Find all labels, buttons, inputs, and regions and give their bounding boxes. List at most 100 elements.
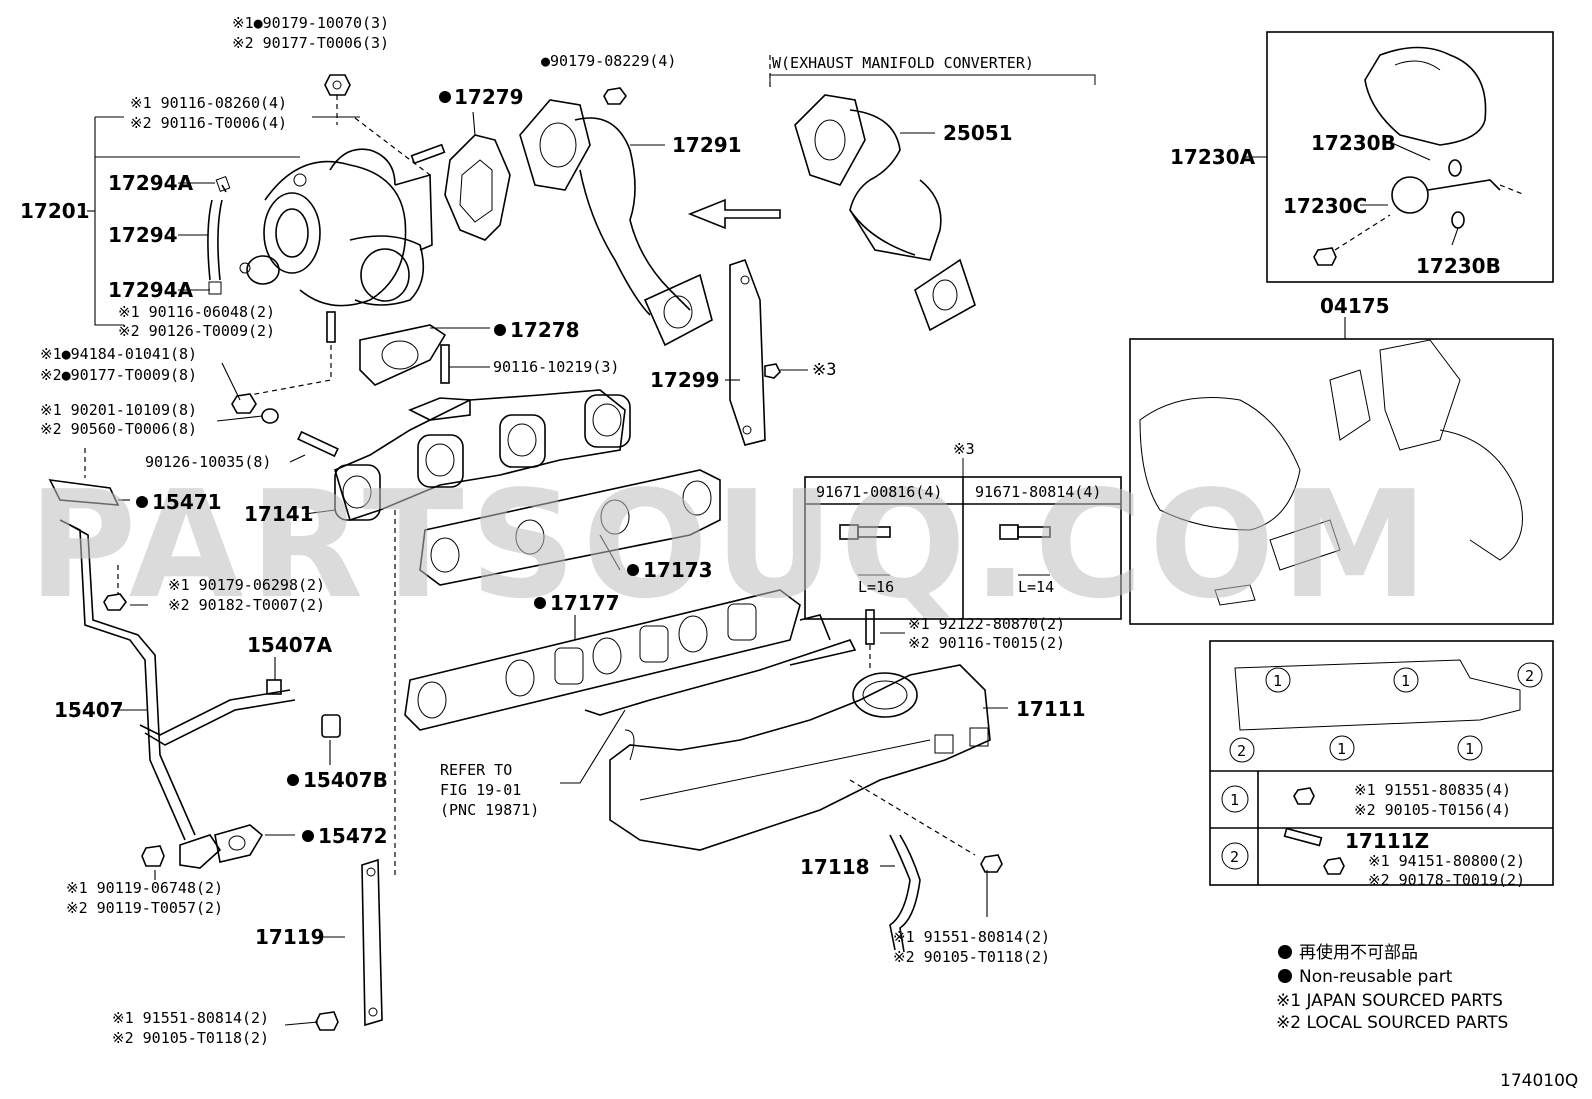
watermark-text: PARTSOUQ.COM xyxy=(28,459,1434,631)
callout-17230A: 17230A xyxy=(1170,145,1256,169)
note-90119-T0057: ※2 90119-T0057(2) xyxy=(66,899,223,917)
legend: 再使用不可部品 Non-reusable part ※1 JAPAN SOURC… xyxy=(1276,942,1508,1033)
union-15407A xyxy=(266,679,282,695)
gasket-17278 xyxy=(359,324,447,386)
bolt-row1-key: 1 xyxy=(1230,791,1239,809)
note-90126-T0009: ※2 90126-T0009(2) xyxy=(118,322,275,340)
bolt-row2-b: ※2 90178-T0019(2) xyxy=(1368,871,1525,889)
bolt-row2-key: 2 xyxy=(1230,848,1239,866)
callout-17278: 17278 xyxy=(510,318,580,342)
bolt-row2-part: 17111Z xyxy=(1345,829,1429,853)
callout-17111: 17111 xyxy=(1016,697,1086,721)
ref3-table-text: ※3 91671-00816(4) 91671-80814(4) L=16 L=… xyxy=(816,440,1101,596)
refer-to-line3: (PNC 19871) xyxy=(440,801,539,819)
callout-17294A-top: 17294A xyxy=(108,171,194,195)
ref3-table xyxy=(804,458,1122,620)
note-90119-06748: ※1 90119-06748(2) xyxy=(66,879,223,897)
callout-17291: 17291 xyxy=(672,133,742,157)
note-90105-T0118-b: ※2 90105-T0118(2) xyxy=(112,1029,269,1047)
callout-17294A-bottom: 17294A xyxy=(108,278,194,302)
non-reusable-markers xyxy=(136,91,639,842)
callout-15407: 15407 xyxy=(54,698,124,722)
section-label: W(EXHAUST MANIFOLD CONVERTER) xyxy=(772,54,1034,72)
dot-17279 xyxy=(439,91,451,103)
stud-90126-10035 xyxy=(297,430,339,458)
callout-15472: 15472 xyxy=(318,824,388,848)
legend-en: Non-reusable part xyxy=(1299,967,1453,987)
legend-dot-jp xyxy=(1278,945,1292,959)
note-90116-06048: ※1 90116-06048(2) xyxy=(118,303,275,321)
legend-local-sourced: ※2 LOCAL SOURCED PARTS xyxy=(1276,1013,1508,1033)
stud-90116-06048 xyxy=(249,311,336,396)
dot-17278 xyxy=(494,324,506,336)
callout-17299-ref: ※3 xyxy=(812,360,836,380)
legend-jp: 再使用不可部品 xyxy=(1299,942,1418,963)
nut-94184-01041 xyxy=(231,393,257,414)
ref3-col1-header: 91671-00816(4) xyxy=(816,483,942,501)
callout-04175: 04175 xyxy=(1320,294,1390,318)
callout-17177: 17177 xyxy=(550,591,620,615)
note-90201-10109: ※1 90201-10109(8) xyxy=(40,401,197,419)
stud-90116-08260 xyxy=(410,143,446,165)
union-15407B xyxy=(321,714,341,738)
oil-tube-15407 xyxy=(59,519,296,841)
note-90116-T0015: ※2 90116-T0015(2) xyxy=(908,634,1065,652)
marker-1d: 1 xyxy=(1465,740,1474,758)
callout-17230B-top: 17230B xyxy=(1311,131,1396,155)
dot-15471 xyxy=(136,496,148,508)
legend-dot-en xyxy=(1278,969,1292,983)
note-94184-01041: ※1●94184-01041(8) xyxy=(40,345,197,363)
note-90179-10070: ※1●90179-10070(3) xyxy=(232,14,389,32)
exhaust-manifold-17141 xyxy=(334,389,631,522)
exhaust-pipe-17291 xyxy=(519,99,713,347)
note-90179-08229: ●90179-08229(4) xyxy=(541,52,676,70)
note-91551-80814-b: ※1 91551-80814(2) xyxy=(112,1009,269,1027)
callout-15407B: 15407B xyxy=(303,768,388,792)
callout-17173: 17173 xyxy=(643,558,713,582)
stud-90116-10219 xyxy=(440,344,450,384)
nut-90179-08229 xyxy=(603,87,627,105)
part-number-notes: ※1●90179-10070(3) ※2 90177-T0006(3) ●901… xyxy=(40,14,1065,1047)
panel-04175 xyxy=(1129,338,1554,625)
dot-15407B xyxy=(287,774,299,786)
bolt-map-markers: 1 1 2 2 1 1 xyxy=(1229,662,1543,763)
note-90105-T0118-a: ※2 90105-T0118(2) xyxy=(893,948,1050,966)
hose-17294 xyxy=(207,176,231,295)
gasket-17279 xyxy=(444,134,511,241)
note-90116-10219: 90116-10219(3) xyxy=(493,358,619,376)
gasket-17177 xyxy=(404,589,801,731)
callout-labels: 17201 17294A 17294 17294A 17279 17291 25… xyxy=(20,85,1501,949)
dot-15472 xyxy=(302,830,314,842)
tube-17118 xyxy=(849,779,1003,953)
callout-17119: 17119 xyxy=(255,925,325,949)
exhaust-manifold-converter-25051 xyxy=(794,94,976,332)
callout-17201: 17201 xyxy=(20,199,90,223)
stud-92122-80870 xyxy=(865,609,875,672)
callout-17279: 17279 xyxy=(454,85,524,109)
ref3-marker: ※3 xyxy=(953,440,975,458)
callout-17141: 17141 xyxy=(244,502,314,526)
dot-17173 xyxy=(627,564,639,576)
legend-japan-sourced: ※1 JAPAN SOURCED PARTS xyxy=(1276,991,1503,1011)
marker-1b: 1 xyxy=(1401,672,1410,690)
callout-15471: 15471 xyxy=(152,490,222,514)
marker-2a: 2 xyxy=(1525,667,1534,685)
intake-manifold-17111 xyxy=(609,664,991,851)
callout-17299: 17299 xyxy=(650,368,720,392)
callout-17230C: 17230C xyxy=(1283,194,1367,218)
note-90177-T0006: ※2 90177-T0006(3) xyxy=(232,34,389,52)
bolt-row1-b: ※2 90105-T0156(4) xyxy=(1354,801,1511,819)
note-90560-T0006: ※2 90560-T0006(8) xyxy=(40,420,197,438)
bolt-row1-a: ※1 91551-80835(4) xyxy=(1354,781,1511,799)
bolt-90119-06748 xyxy=(141,845,165,867)
gasket-15472 xyxy=(214,824,264,863)
gasket-15471 xyxy=(48,479,120,506)
note-92122-80870: ※1 92122-80870(2) xyxy=(908,615,1065,633)
note-90116-T0006: ※2 90116-T0006(4) xyxy=(130,114,287,132)
callout-17118: 17118 xyxy=(800,855,870,879)
figure-code: 174010Q xyxy=(1500,1071,1578,1091)
refer-to-line2: FIG 19-01 xyxy=(440,781,521,799)
gasket-17173 xyxy=(419,469,721,586)
turbocharger-assembly xyxy=(239,148,433,307)
